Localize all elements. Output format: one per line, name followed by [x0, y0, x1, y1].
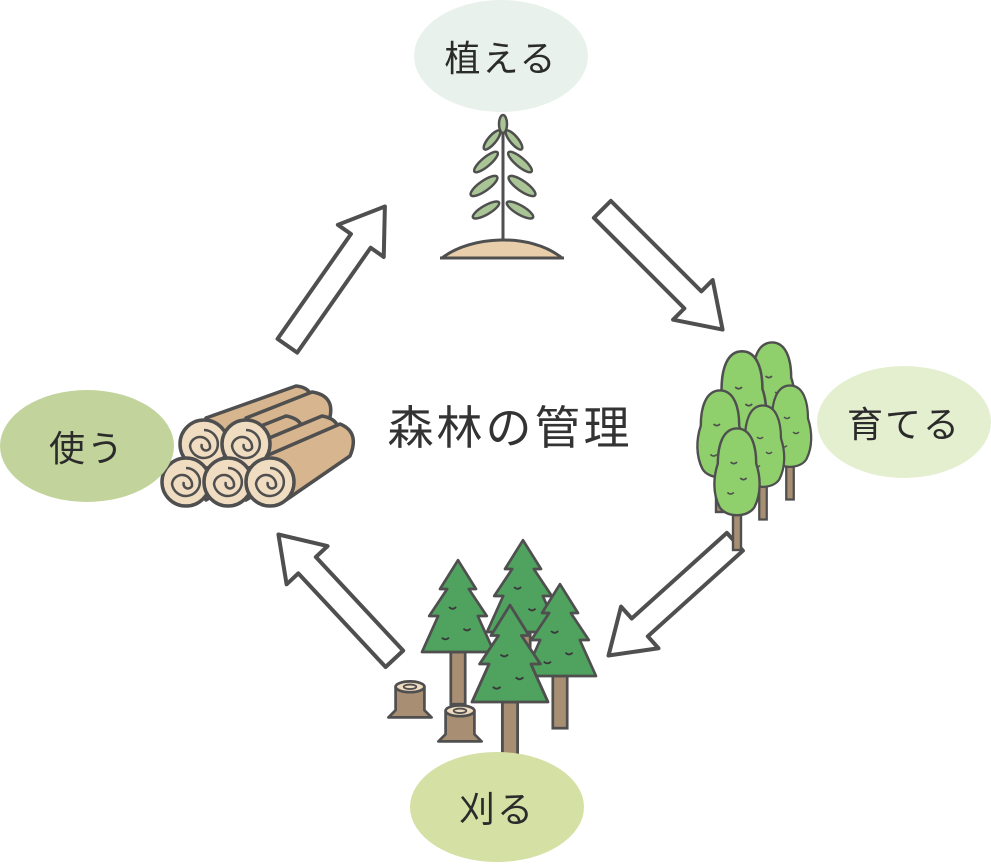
sprout-icon	[440, 113, 564, 260]
stage-label-plant: 植える	[414, 0, 588, 112]
stage-label-cut: 刈る	[410, 752, 584, 862]
arrow-cut-to-use	[255, 513, 417, 680]
growing-trees-icon	[696, 341, 813, 552]
stage-label-grow: 育てる	[817, 366, 991, 478]
arrow-grow-to-cut	[587, 518, 756, 679]
stage-label-use: 使う	[0, 390, 174, 502]
diagram-title: 森林の管理	[387, 401, 633, 455]
arrow-use-to-plant	[262, 188, 410, 364]
logs-icon	[160, 384, 356, 508]
arrow-plant-to-grow	[583, 190, 743, 350]
mature-forest-icon	[387, 538, 598, 759]
